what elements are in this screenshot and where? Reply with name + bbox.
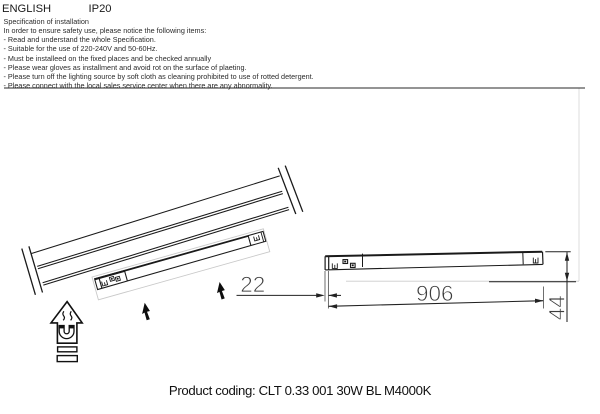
svg-text:44: 44 <box>545 295 570 320</box>
svg-text:22: 22 <box>240 272 265 297</box>
svg-text:906: 906 <box>416 281 454 306</box>
